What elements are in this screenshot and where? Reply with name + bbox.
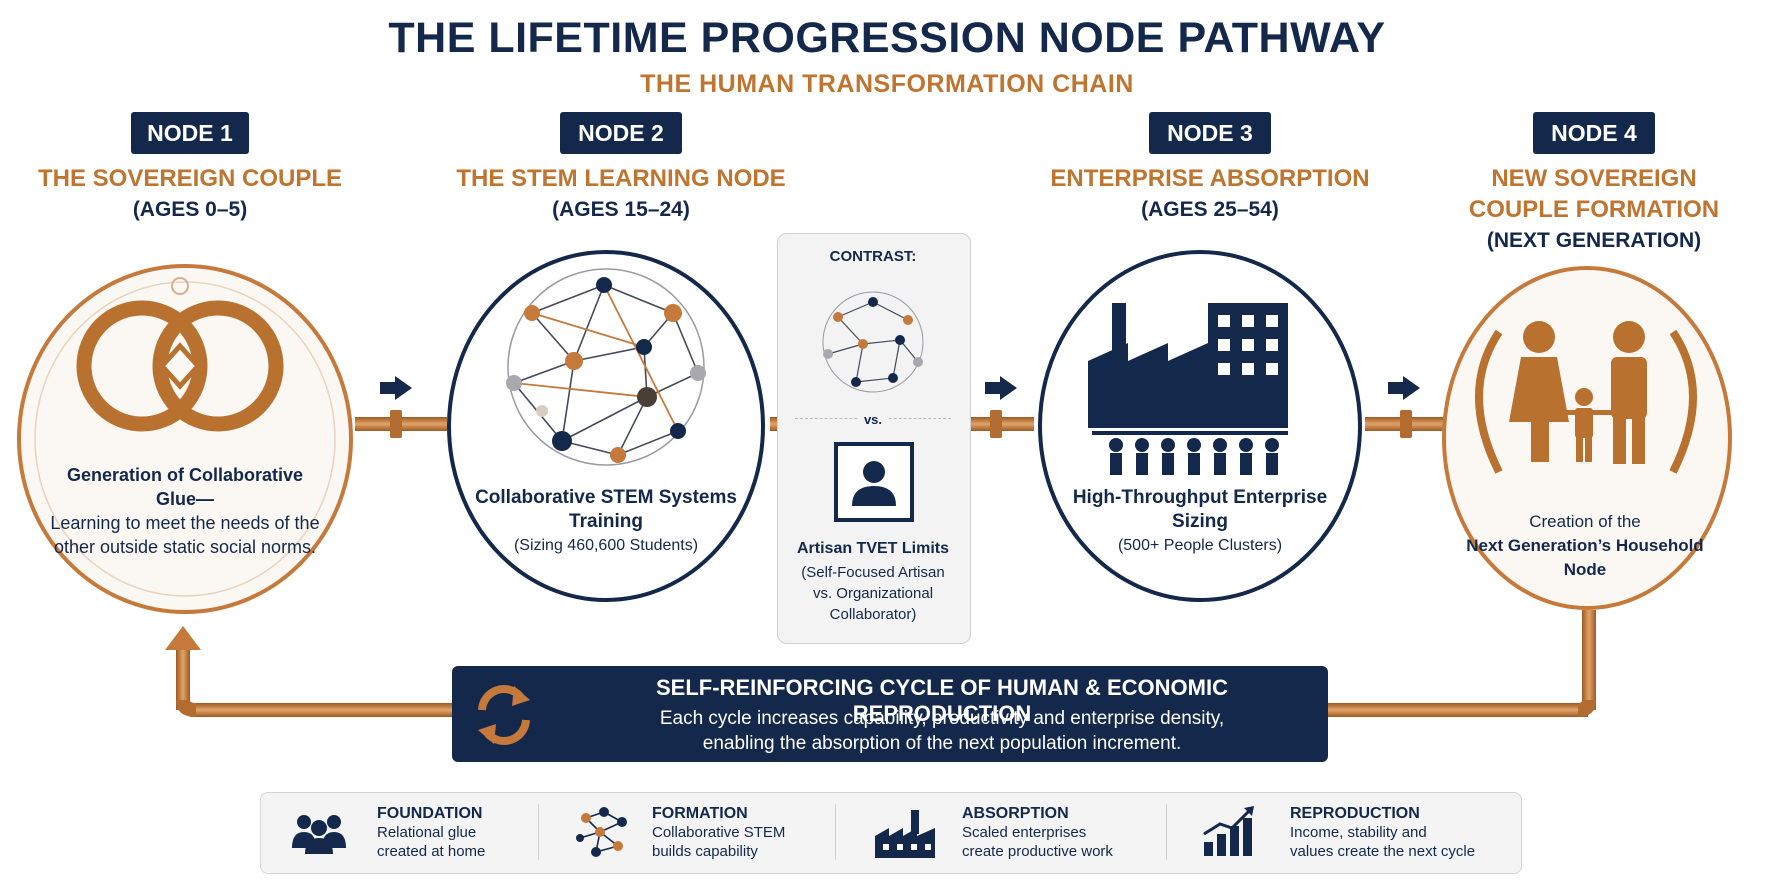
node-4-ages: (NEXT GENERATION): [1486, 229, 1702, 252]
cycle-line2: enabling the absorption of the next popu…: [702, 733, 1182, 754]
family-icon: [1509, 321, 1647, 464]
legend-absorption-line2: create productive work: [962, 843, 1113, 860]
node-4-circle: [1442, 266, 1732, 610]
factory-icon: [875, 810, 935, 858]
contrast-text: (Self-Focused Artisan vs. Organizational…: [801, 564, 945, 623]
node-1-circle: [17, 264, 353, 614]
node-3-name: ENTERPRISE ABSORPTION: [1050, 165, 1370, 192]
people-group-icon: [292, 815, 346, 854]
contrast-vs: vs.: [857, 412, 889, 427]
people-row-icon: [1109, 438, 1279, 475]
legend-foundation-head: FOUNDATION: [377, 805, 483, 822]
node-2-text: (Sizing 460,600 Students): [513, 537, 699, 554]
node-1-name: THE SOVEREIGN COUPLE: [37, 165, 343, 192]
node-3-ages: (AGES 25–54): [1141, 198, 1279, 221]
node-3-text: (500+ People Clusters): [1117, 537, 1283, 554]
legend-formation-line2: builds capability: [652, 843, 758, 860]
legend-reproduction-line2: values create the next cycle: [1290, 843, 1476, 860]
legend-absorption-line1: Scaled enterprises: [962, 824, 1087, 841]
node-2-badge: NODE 2: [560, 112, 682, 154]
contrast-heading: CONTRAST:: [829, 248, 917, 265]
node-4-name-line1: NEW SOVEREIGN: [1491, 165, 1697, 192]
legend-divider: [835, 804, 836, 860]
cycle-line1: Each cycle increases capability, product…: [659, 708, 1225, 729]
factory-icon: [1088, 303, 1288, 475]
legend-foundation-line1: Relational glue: [377, 824, 477, 841]
legend-absorption-head: ABSORPTION: [962, 805, 1069, 822]
arrow-icon: [380, 376, 1420, 400]
network-icon: [576, 807, 627, 857]
node-4-text-bold: Next Generation’s Household Node: [1466, 536, 1704, 579]
node-4-name: NEW SOVEREIGN COUPLE FORMATION: [1404, 163, 1774, 225]
contrast-title: Artisan TVET Limits: [796, 540, 950, 557]
page-title: THE LIFETIME PROGRESSION NODE PATHWAY: [388, 14, 1386, 62]
network-sphere-icon: [506, 268, 706, 466]
legend-formation-line1: Collaborative STEM: [652, 824, 786, 841]
node-1-text-bold: Generation of Collaborative Glue—: [66, 465, 304, 509]
node-3-text-bold: High-Throughput Enterprise Sizing: [1072, 487, 1328, 532]
legend-divider: [1166, 804, 1167, 860]
network-sphere-icon: [822, 291, 924, 393]
legend-reproduction-head: REPRODUCTION: [1290, 805, 1420, 822]
legend-reproduction-line1: Income, stability and: [1290, 824, 1427, 841]
node-2-ages: (AGES 15–24): [552, 198, 690, 221]
node-2-text-bold: Collaborative STEM Systems Training: [475, 487, 737, 532]
growth-chart-icon: [1203, 806, 1254, 856]
cycle-title: SELF-REINFORCING CYCLE OF HUMAN & ECONOM…: [656, 675, 1228, 726]
legend-foundation-line2: created at home: [377, 843, 486, 860]
node-3-circle: [1038, 250, 1362, 602]
legend-divider: [538, 804, 539, 860]
node-4-badge: NODE 4: [1533, 112, 1655, 154]
cycle-banner: [452, 666, 1328, 762]
node-1-ages: (AGES 0–5): [132, 198, 248, 221]
person-frame-icon: [834, 442, 914, 522]
page-subtitle: THE HUMAN TRANSFORMATION CHAIN: [640, 70, 1134, 98]
bracket-arcs: [1475, 329, 1697, 474]
node-1-text: Learning to meet the needs of the other …: [50, 513, 320, 557]
node-2-circle: [447, 250, 765, 602]
node-4-name-line2: COUPLE FORMATION: [1468, 196, 1720, 223]
node-2-name: THE STEM LEARNING NODE: [456, 165, 786, 192]
node-1-badge: NODE 1: [131, 112, 249, 154]
node-3-badge: NODE 3: [1149, 112, 1271, 154]
cycle-arrows-icon: [478, 685, 530, 745]
legend-panel: [260, 792, 1522, 874]
legend-formation-head: FORMATION: [652, 805, 748, 822]
node-4-text-plain: Creation of the: [1529, 512, 1641, 531]
